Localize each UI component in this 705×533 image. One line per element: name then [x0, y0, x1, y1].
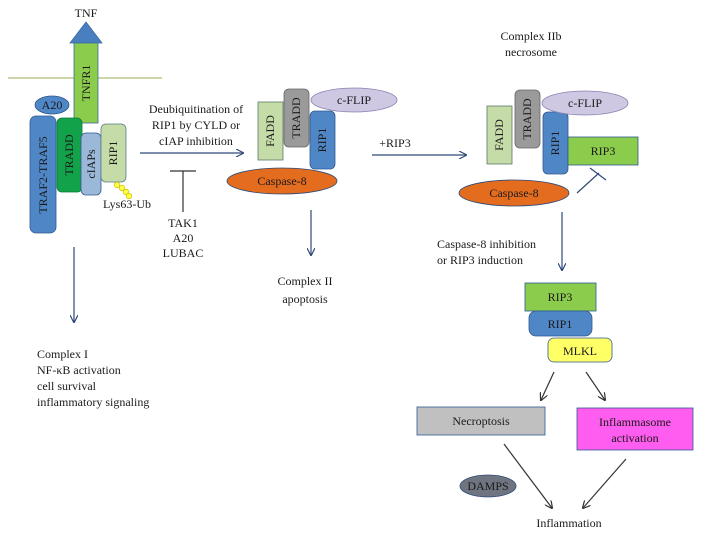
caspase8-protein-complex2 — [226, 167, 338, 195]
lys63-ub-label: Lys63-Ub — [103, 197, 151, 211]
inflammasome-line1: Inflammasome — [599, 415, 671, 429]
tradd-protein-complex2 — [283, 88, 310, 148]
rip1-protein-complex1 — [100, 123, 127, 183]
fadd-label-complex2: FADD — [263, 115, 277, 147]
damps-ellipse — [459, 474, 517, 498]
casp-inhib-line2: or RIP3 induction — [437, 253, 523, 267]
a20-label: A20 — [42, 98, 63, 112]
traf2-traf5-protein — [29, 115, 57, 234]
tradd-label-complex2: TRADD — [289, 97, 303, 139]
cflip-label-complex2: c-FLIP — [337, 93, 371, 107]
tnfr1-receptor — [73, 42, 99, 124]
complex2-line1: Complex II — [278, 274, 333, 288]
lubac-label: LUBAC — [163, 246, 204, 260]
arrow-to-inflammasome — [585, 371, 605, 400]
rip3-caspase-inhibition — [576, 167, 607, 194]
tradd-label-complex2b: TRADD — [520, 98, 534, 140]
rip1-protein-necrosome — [528, 310, 593, 337]
plus-rip3-label: +RIP3 — [379, 136, 410, 150]
necroptosis-label: Necroptosis — [452, 414, 510, 428]
complex1-line4: inflammatory signaling — [37, 395, 149, 409]
arrow-necroptosis-to-inflammation — [503, 443, 552, 508]
rip1-label-complex2: RIP1 — [315, 128, 329, 153]
a20-inhibitor-label: A20 — [173, 231, 194, 245]
casp-inhib-line1: Caspase-8 inhibition — [437, 237, 536, 251]
complex1-line2: NF-κB activation — [37, 363, 121, 377]
tnfr1-label: TNFR1 — [79, 65, 93, 102]
cflip-label-complex2b: c-FLIP — [568, 96, 602, 110]
rip3-protein-necrosome — [524, 282, 597, 312]
caspase8-protein-complex2b — [458, 179, 570, 207]
complex2b-line2: necrosome — [505, 45, 557, 59]
complex2b-line1: Complex IIb — [501, 29, 562, 43]
tradd-label-complex1: TRADD — [62, 134, 76, 176]
rip1-label-necrosome: RIP1 — [548, 317, 573, 331]
arrow-to-necroptosis — [541, 371, 555, 400]
mlkl-label: MLKL — [563, 344, 597, 358]
fadd-protein-complex2b — [486, 105, 513, 165]
complex1-line3: cell survival — [37, 379, 97, 393]
ciaps-label: cIAPs — [84, 149, 98, 179]
rip1-protein-complex2 — [309, 110, 336, 170]
cflip-protein-complex2b — [541, 90, 629, 116]
fadd-label-complex2b: FADD — [492, 119, 506, 151]
traf-label: TRAF2-TRAF5 — [36, 136, 50, 213]
necroptosis-box — [416, 406, 546, 436]
tnf-ligand — [69, 21, 103, 44]
caspase8-label-complex2b: Caspase-8 — [489, 186, 538, 200]
inflammasome-line2: activation — [611, 431, 658, 445]
rip3-label-necrosome: RIP3 — [548, 290, 573, 304]
mlkl-protein — [547, 337, 613, 363]
complex2-line2: apoptosis — [282, 292, 328, 306]
ubiquitin-chain-icon — [113, 181, 133, 200]
a20-protein — [34, 95, 70, 115]
fadd-protein-complex2 — [257, 101, 284, 161]
tradd-protein-complex2b — [514, 89, 541, 149]
caspase8-label-complex2: Caspase-8 — [257, 174, 306, 188]
deubiq-line1: Deubiquitination of — [149, 102, 243, 116]
deubiq-line2: RIP1 by CYLD or — [152, 118, 240, 132]
damps-label: DAMPS — [467, 479, 508, 493]
rip3-protein-complex2b — [567, 136, 639, 166]
rip3-label-complex2b: RIP3 — [591, 144, 616, 158]
tak1-label: TAK1 — [168, 216, 198, 230]
rip1-label-complex2b: RIP1 — [548, 131, 562, 156]
complex1-line1: Complex I — [37, 347, 88, 361]
rip1-label-complex1: RIP1 — [106, 141, 120, 166]
inflammasome-box — [576, 407, 694, 451]
inflammation-label: Inflammation — [536, 516, 601, 530]
tnf-label: TNF — [75, 6, 98, 20]
arrow-inflammasome-to-inflammation — [583, 458, 627, 508]
deubiq-line3: cIAP inhibition — [159, 134, 233, 148]
cflip-protein-complex2 — [310, 87, 398, 113]
inhibition-bar — [170, 170, 196, 212]
